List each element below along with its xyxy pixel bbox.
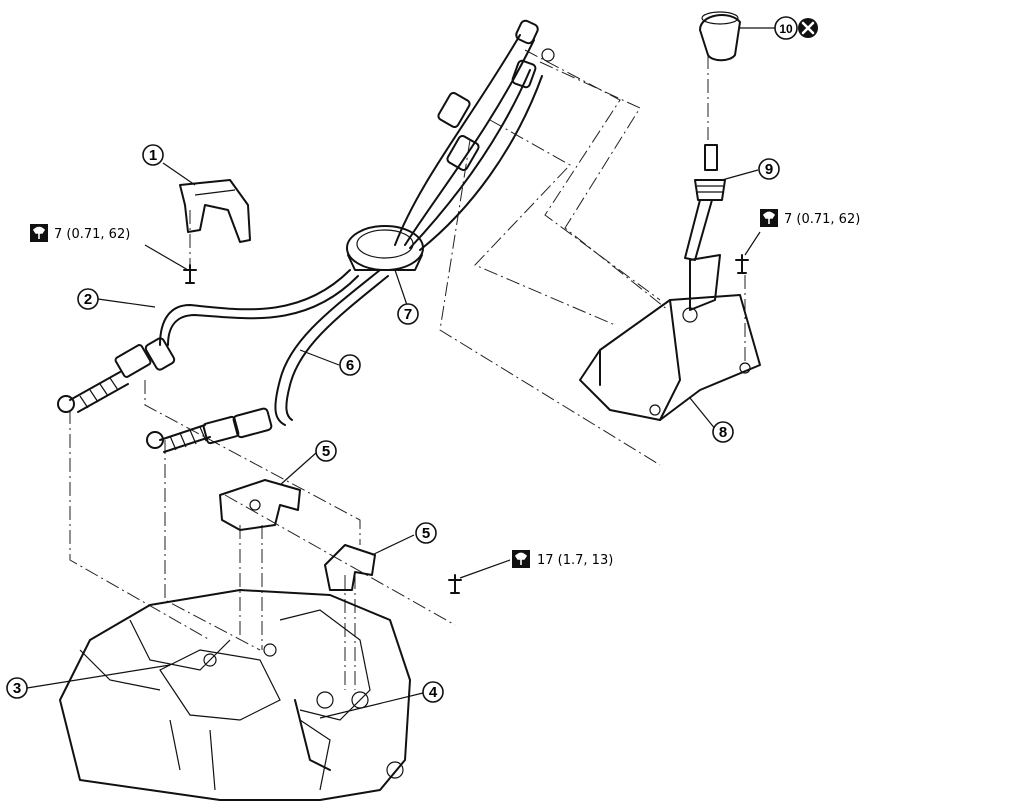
torque-wrench-icon — [760, 209, 778, 227]
cable-end-left — [57, 337, 176, 413]
cable-end-middle — [146, 407, 273, 453]
callout-1-label: 1 — [149, 147, 157, 164]
callout-6: 6 — [339, 354, 361, 376]
alignment-lines — [69, 49, 746, 690]
leader-lines — [26, 27, 775, 719]
torque-value-transaxle: 17 (1.7, 13) — [537, 553, 613, 568]
torque-value-bracket: 7 (0.71, 62) — [54, 227, 130, 242]
torque-spec-lever: 7 (0.71, 62) — [760, 209, 860, 227]
control-cables — [159, 34, 543, 426]
callout-9-label: 9 — [765, 161, 773, 178]
callout-5-lower: 5 — [415, 522, 437, 544]
callout-8-label: 8 — [719, 424, 727, 441]
callout-10: 10 — [774, 16, 798, 40]
callout-5b-label: 5 — [422, 525, 430, 542]
shift-lever-assembly — [579, 11, 761, 421]
cable-mount-brackets — [219, 479, 462, 594]
torque-value-lever: 7 (0.71, 62) — [784, 212, 860, 227]
callout-5a-label: 5 — [322, 443, 330, 460]
grommet — [346, 225, 424, 271]
transaxle — [59, 589, 411, 801]
do-not-reuse-icon — [798, 18, 818, 38]
torque-wrench-icon — [30, 224, 48, 242]
callout-5-upper: 5 — [315, 440, 337, 462]
callout-1: 1 — [142, 144, 164, 166]
cable-top-ends — [437, 19, 555, 172]
callout-4: 4 — [422, 681, 444, 703]
callout-2-label: 2 — [84, 291, 92, 308]
callout-7-label: 7 — [404, 306, 412, 323]
cable-bracket — [179, 179, 251, 284]
callout-10-label: 10 — [779, 22, 793, 36]
callout-2: 2 — [77, 288, 99, 310]
callout-9: 9 — [758, 158, 780, 180]
callout-3: 3 — [6, 677, 28, 699]
callout-7: 7 — [397, 303, 419, 325]
torque-spec-transaxle: 17 (1.7, 13) — [512, 550, 613, 568]
callout-4-label: 4 — [429, 684, 438, 701]
callout-8: 8 — [712, 421, 734, 443]
callout-6-label: 6 — [346, 357, 354, 374]
torque-spec-bracket: 7 (0.71, 62) — [30, 224, 130, 242]
callout-3-label: 3 — [13, 680, 21, 697]
torque-wrench-icon — [512, 550, 530, 568]
